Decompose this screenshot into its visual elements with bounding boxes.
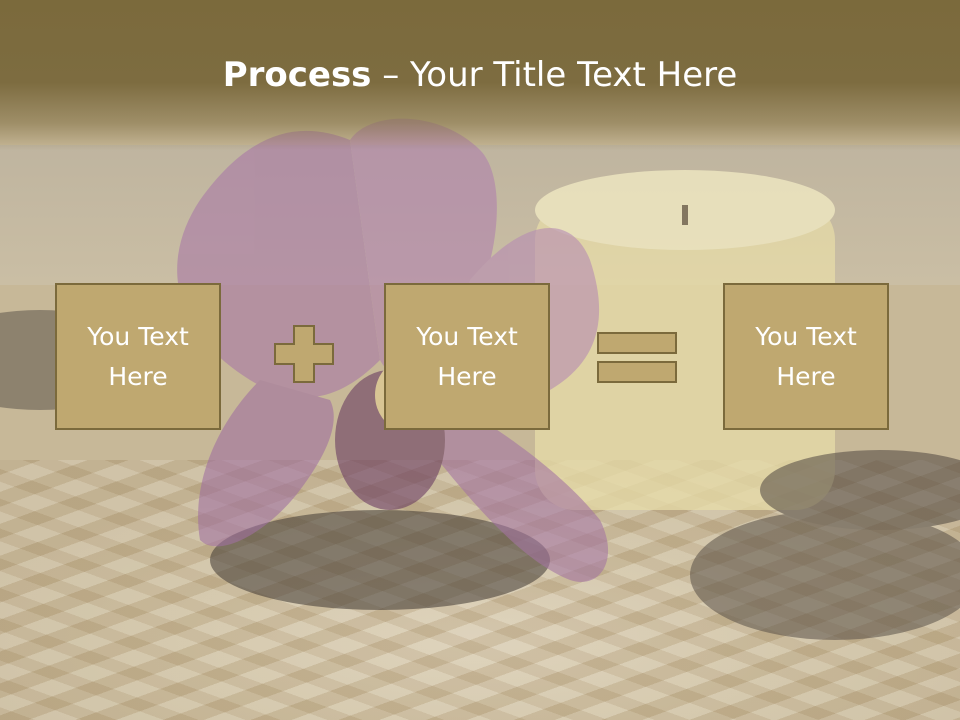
process-box-3-text: You Text Here [755,321,857,391]
equals-icon-top [597,332,677,354]
title-bar [0,0,960,150]
process-box-2: You Text Here [384,283,550,430]
process-box-1-text: You Text Here [87,321,189,391]
slide-title: Process – Your Title Text Here [0,52,960,98]
process-box-2-text: You Text Here [416,321,518,391]
process-box-1: You Text Here [55,283,221,430]
title-rest: – Your Title Text Here [371,55,738,95]
equals-icon-bottom [597,361,677,383]
title-bold: Process [222,55,372,95]
process-box-3: You Text Here [723,283,889,430]
candle-image [535,170,835,510]
plus-icon-fill [276,345,332,363]
